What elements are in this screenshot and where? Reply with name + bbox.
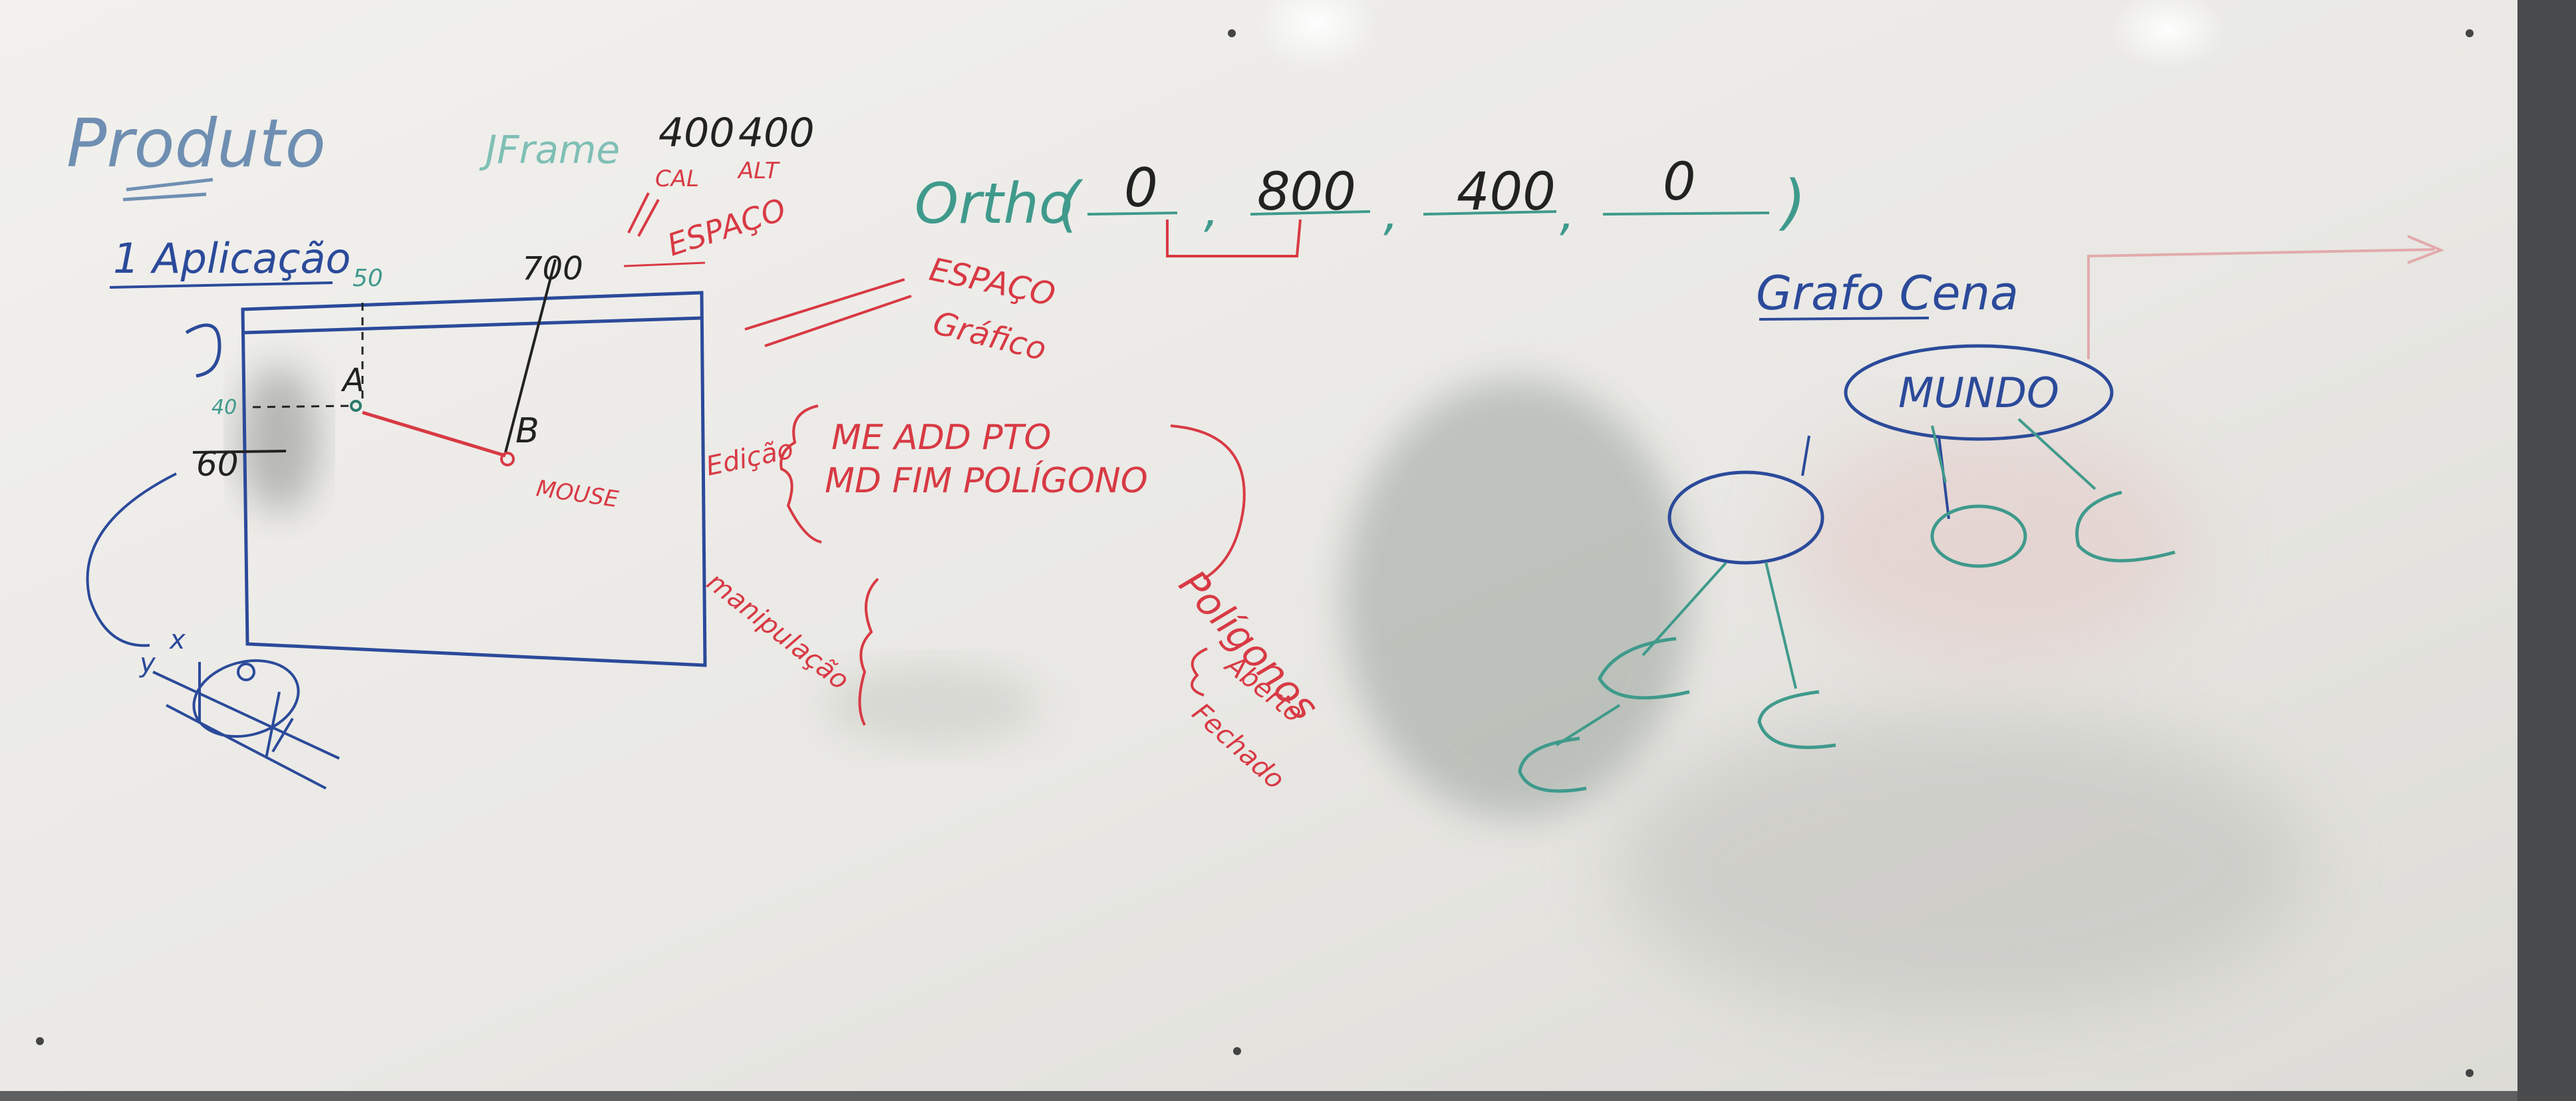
scene-graph: Grafo Cena MUNDO bbox=[1518, 235, 2445, 793]
ortho-close-paren: ) bbox=[1779, 168, 1806, 237]
point-a bbox=[350, 400, 362, 412]
leaf-node bbox=[1518, 736, 1587, 793]
left-number-line bbox=[192, 450, 287, 454]
ortho-arg-2-line bbox=[1250, 210, 1371, 216]
child-node-1 bbox=[1667, 470, 1824, 565]
height-value: 400 bbox=[738, 110, 815, 156]
scene-graph-underline bbox=[1759, 317, 1930, 321]
axis-x-label: x bbox=[168, 625, 186, 655]
ortho-comma-3: , bbox=[1560, 185, 1575, 241]
md-line: MD FIM POLÍGONO bbox=[825, 460, 1148, 501]
light-glare bbox=[2108, 0, 2228, 70]
ortho-comma-2: , bbox=[1383, 185, 1399, 241]
edge-root-child2 bbox=[1931, 425, 1947, 483]
title-produto: Produto bbox=[67, 104, 326, 182]
faint-arrow-head bbox=[2407, 235, 2445, 264]
mouse-sketch bbox=[152, 659, 340, 790]
point-b-label: B bbox=[515, 411, 539, 451]
me-line: ME ADD PTO bbox=[831, 418, 1051, 458]
manipulacao-brace bbox=[858, 577, 879, 726]
poligonos-brace bbox=[1191, 647, 1208, 697]
ortho-arg-1-line bbox=[1087, 212, 1178, 216]
subtitle-underline bbox=[109, 281, 333, 289]
espaco-arrow bbox=[627, 192, 660, 237]
line-a-b bbox=[362, 410, 506, 458]
ortho-comma-1: , bbox=[1204, 182, 1219, 237]
x-tick-50: 50 bbox=[353, 265, 383, 292]
ortho-function-name: Ortho bbox=[915, 171, 1073, 236]
grandchild-node-1 bbox=[1598, 637, 1690, 700]
ortho-bracket bbox=[1166, 219, 1302, 257]
subtitle-aplicacao: 1 Aplicação bbox=[113, 234, 351, 283]
width-tag: CAL bbox=[655, 166, 699, 192]
mouse-cable bbox=[86, 472, 177, 647]
edge-root-child3 bbox=[2017, 418, 2096, 490]
erased-smudges bbox=[239, 366, 2308, 1018]
root-node-label: MUNDO bbox=[1898, 369, 2059, 417]
faint-arrow bbox=[2087, 248, 2435, 359]
jframe-label: JFrame bbox=[479, 127, 620, 172]
ortho-call: Ortho ( 0 , 800 , 400 , 0 ) bbox=[915, 152, 1806, 257]
point-a-label: A bbox=[341, 362, 364, 399]
ortho-arg-1: 0 bbox=[1124, 157, 1158, 219]
question-mark bbox=[185, 323, 221, 378]
app-window-titlebar bbox=[244, 316, 703, 335]
ortho-arg-3-line bbox=[1423, 210, 1557, 216]
title-underline bbox=[122, 178, 214, 202]
left-area: Produto 1 Aplicação JFrame 400 400 CAL A… bbox=[67, 104, 815, 790]
edge-child1-grand2 bbox=[1765, 561, 1797, 689]
width-value: 400 bbox=[658, 110, 735, 156]
y-guide bbox=[252, 404, 353, 408]
axis-y-label: y bbox=[139, 648, 156, 679]
edicao-brace bbox=[780, 404, 822, 544]
light-glare bbox=[1257, 0, 1377, 70]
poligonos-arrow bbox=[1170, 424, 1246, 580]
height-tag: ALT bbox=[737, 158, 780, 184]
edge-child1-grand1 bbox=[1642, 561, 1727, 657]
mark-dash bbox=[623, 261, 706, 267]
ortho-arg-4-line bbox=[1602, 212, 1770, 216]
app-window bbox=[241, 291, 707, 667]
ortho-arg-4: 0 bbox=[1663, 152, 1696, 212]
edge-grand1-leaf bbox=[1555, 704, 1621, 746]
board-right-frame bbox=[2517, 0, 2576, 1101]
grandchild-node-2 bbox=[1757, 690, 1836, 749]
scene-graph-title: Grafo Cena bbox=[1756, 266, 2019, 321]
point-b bbox=[500, 452, 515, 466]
line-700-b bbox=[504, 259, 557, 453]
child-node-3 bbox=[2075, 490, 2176, 563]
root-node-mundo bbox=[1844, 344, 2114, 441]
child-node-2 bbox=[1930, 504, 2027, 568]
ortho-open-paren: ( bbox=[1058, 170, 1083, 239]
board-screws bbox=[36, 29, 2474, 1077]
espaco-grafico-arrow bbox=[744, 278, 912, 347]
y-tick-40: 40 bbox=[212, 396, 237, 419]
